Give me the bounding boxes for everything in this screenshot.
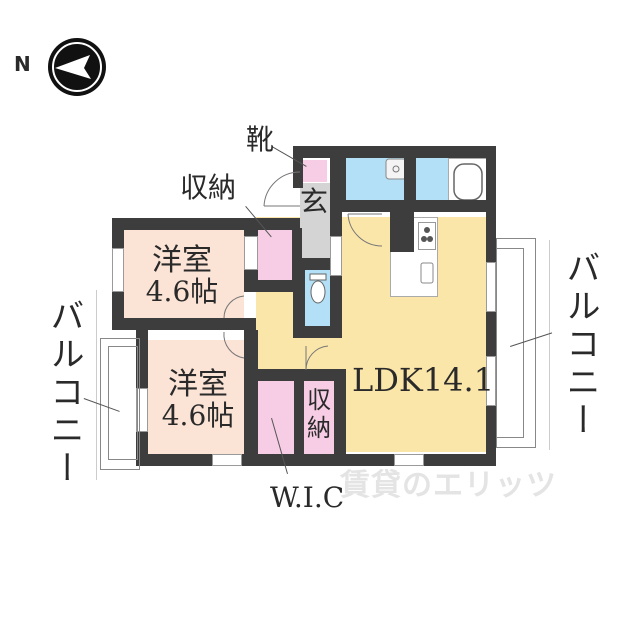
watermark: 賃貸のエリッツ <box>340 468 557 503</box>
room-wic <box>258 381 294 455</box>
label-storage-bottom-1: 収 <box>307 386 331 414</box>
door-swing <box>347 213 383 247</box>
label-bedroom-2-name: 洋室 <box>168 367 228 402</box>
window <box>112 248 124 292</box>
balcony-left-inner <box>108 346 138 460</box>
label-bedroom-1-name: 洋室 <box>152 243 212 278</box>
label-balcony-right: バルコニー <box>560 250 600 440</box>
bathtub-icon <box>453 163 483 201</box>
balcony-left-guide <box>96 290 97 480</box>
label-balcony-left: バルコニー <box>44 298 84 488</box>
window <box>330 236 342 276</box>
label-storage-top: 収納 <box>180 171 237 204</box>
label-storage-bottom: 収 納 <box>304 388 334 440</box>
stove-icon <box>418 222 436 250</box>
north-arrow-icon <box>48 38 106 96</box>
room-storage-top <box>258 228 292 280</box>
room-entrance <box>300 183 330 261</box>
window <box>394 454 424 466</box>
label-bedroom-2-size: 4.6帖 <box>161 399 235 432</box>
label-bedroom-2: 洋室 4.6帖 <box>148 370 248 430</box>
room-shoe-storage <box>303 160 327 182</box>
wall <box>244 369 342 381</box>
window <box>212 454 242 466</box>
wall <box>112 318 256 330</box>
label-bedroom-1: 洋室 4.6帖 <box>132 246 232 306</box>
wall <box>330 146 346 206</box>
balcony-right-guide <box>549 240 550 450</box>
wall <box>296 258 332 270</box>
wall <box>294 369 304 459</box>
window <box>486 356 496 406</box>
wall <box>244 280 302 292</box>
wall <box>293 258 305 338</box>
room-bedroom-1 <box>122 230 244 318</box>
wall <box>244 330 258 460</box>
north-label: N <box>14 52 31 76</box>
wall <box>112 218 300 230</box>
window <box>244 236 258 270</box>
toilet-icon <box>309 273 327 304</box>
room-storage-bottom <box>304 381 334 455</box>
balcony-right-inner <box>496 248 524 438</box>
door-swing <box>263 171 301 207</box>
wall <box>334 369 346 459</box>
label-storage-bottom-2: 納 <box>307 414 331 442</box>
label-wic: W.I.C <box>270 481 345 514</box>
door-swing <box>223 331 245 359</box>
sink-icon <box>420 262 434 284</box>
wall <box>293 146 303 188</box>
window <box>486 262 496 312</box>
label-ldk: LDK14.1 <box>352 361 495 399</box>
label-entrance: 玄 <box>300 185 329 218</box>
wall <box>293 326 342 338</box>
label-shoe-storage: 靴 <box>246 123 275 156</box>
wall <box>293 146 496 158</box>
label-bedroom-1-size: 4.6帖 <box>145 275 219 308</box>
wall <box>404 146 416 206</box>
door-swing <box>223 295 245 319</box>
door-swing <box>305 345 329 371</box>
room-bedroom-2 <box>146 340 244 454</box>
wall <box>390 206 414 252</box>
